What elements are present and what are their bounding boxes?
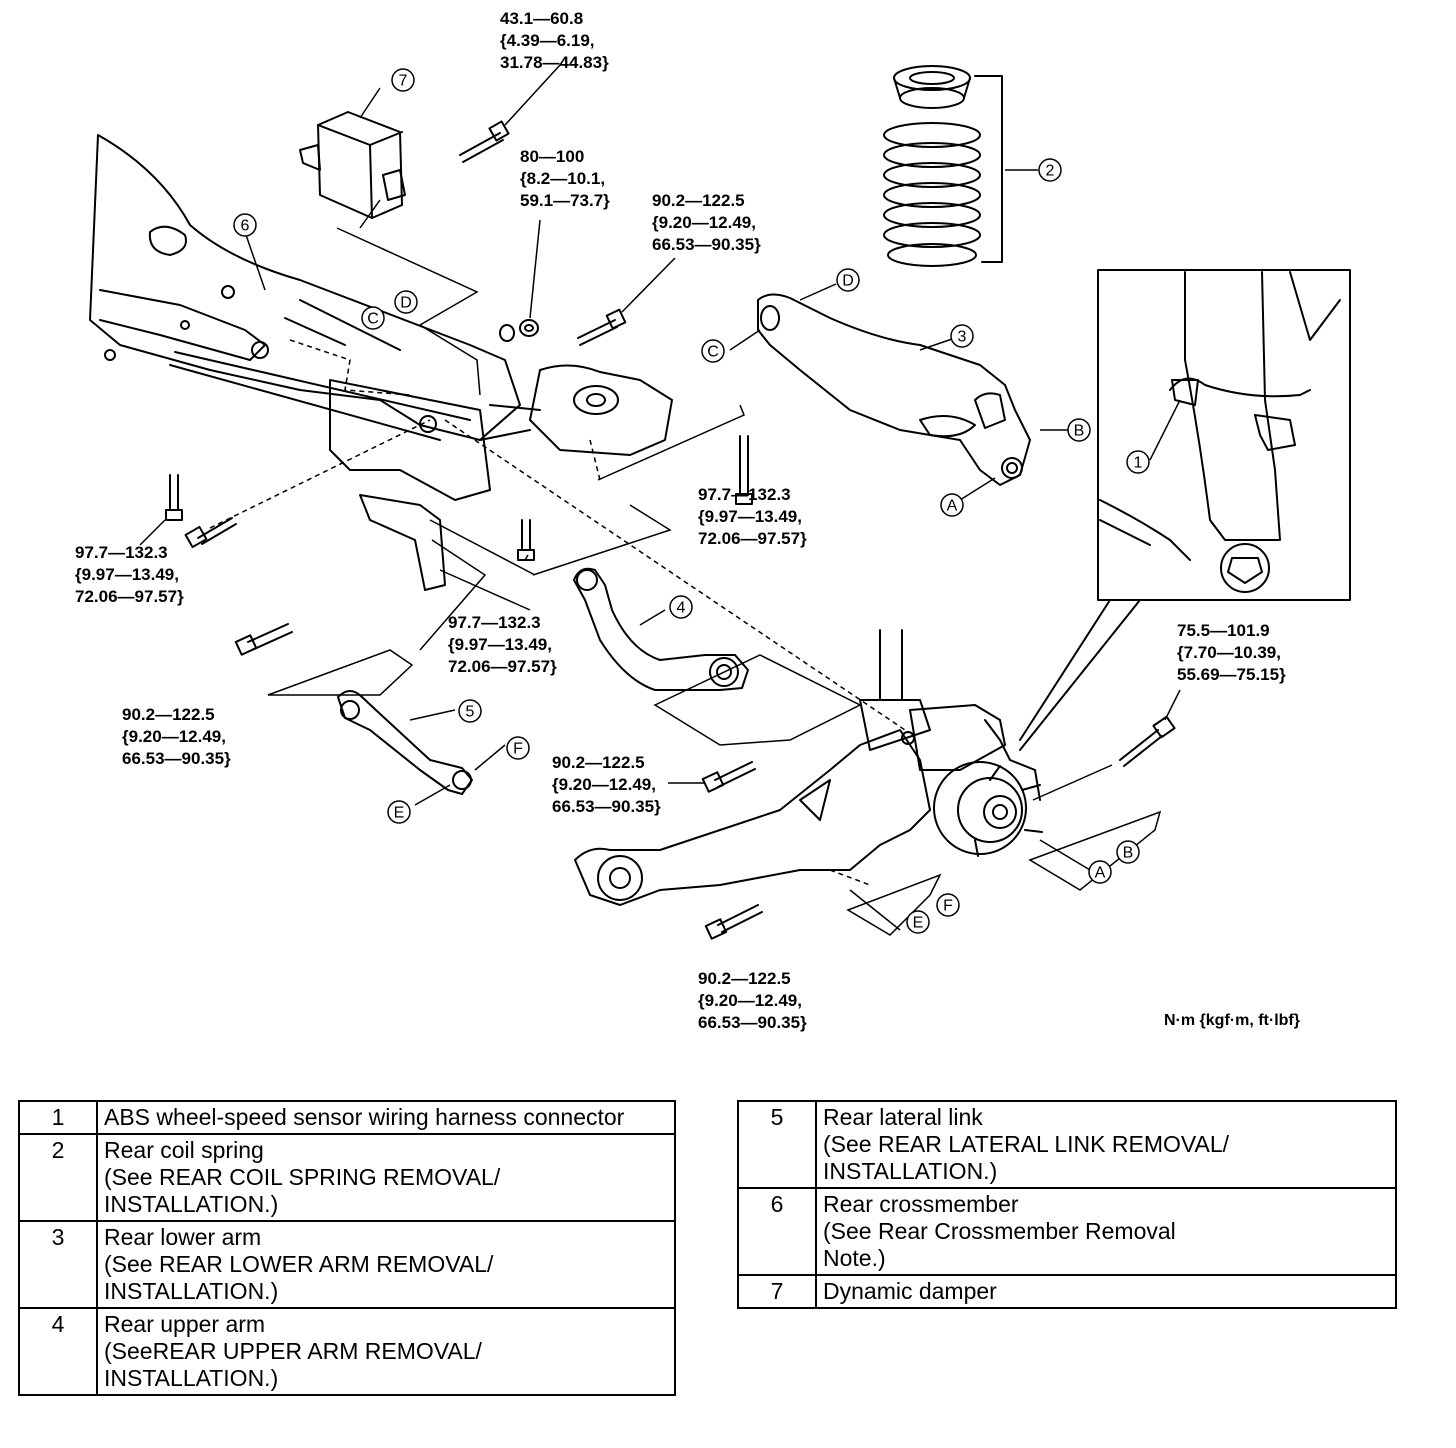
legend-description: Rear crossmember (See Rear Crossmember R… (815, 1187, 1397, 1276)
trailing-link-knuckle-drawing (574, 629, 1043, 906)
rear-lower-arm-drawing (757, 293, 1031, 486)
legend-description: Rear lower arm (See REAR LOWER ARM REMOV… (96, 1220, 676, 1309)
legend-number: 7 (737, 1274, 817, 1309)
torque-center-bolt-97: 97.7—132.3 {9.97—13.49, 72.06—97.57} (448, 613, 557, 676)
legend-row: 3 Rear lower arm (See REAR LOWER ARM REM… (18, 1220, 676, 1309)
callout-6: 6 (241, 218, 250, 235)
legend-description: Rear upper arm (SeeREAR UPPER ARM REMOVA… (96, 1307, 676, 1396)
rear-coil-spring-drawing (883, 65, 1003, 267)
callout-f-knuckle: F (943, 898, 953, 915)
callout-a-arm: A (947, 498, 958, 515)
rear-crossmember-drawing (89, 134, 673, 591)
callout-c-arm: C (707, 344, 719, 361)
callout-a-knuckle: A (1095, 865, 1106, 882)
legend-table-right: 5 Rear lateral link (See REAR LATERAL LI… (737, 1100, 1397, 1309)
torque-bottom-bolt-90: 90.2—122.5 {9.20—12.49, 66.53—90.35} (698, 969, 807, 1032)
torque-center-bolt-90: 90.2—122.5 {9.20—12.49, 66.53—90.35} (552, 753, 661, 816)
callout-f-link: F (513, 741, 523, 758)
fasteners-drawing (165, 120, 1176, 940)
callout-b-arm: B (1074, 423, 1085, 440)
callout-b-knuckle: B (1123, 845, 1134, 862)
callout-d-crossmember: D (400, 295, 412, 312)
legend-row: 2 Rear coil spring (See REAR COIL SPRING… (18, 1133, 676, 1222)
abs-connector-inset-drawing (1019, 269, 1351, 751)
callout-circles (233, 68, 1150, 934)
torque-damper-bolt: 43.1—60.8 {4.39—6.19, 31.78—44.83} (500, 9, 609, 72)
callout-3: 3 (958, 329, 967, 346)
legend-description: Rear coil spring (See REAR COIL SPRING R… (96, 1133, 676, 1222)
legend-description: ABS wheel-speed sensor wiring harness co… (96, 1100, 676, 1135)
legend-number: 2 (18, 1133, 98, 1222)
torque-left-bolt-90: 90.2—122.5 {9.20—12.49, 66.53—90.35} (122, 705, 231, 768)
callout-e-knuckle: E (913, 915, 924, 932)
callout-7: 7 (399, 73, 408, 90)
legend-number: 6 (737, 1187, 817, 1276)
legend-number: 1 (18, 1100, 98, 1135)
torque-upper-bolt-90: 90.2—122.5 {9.20—12.49, 66.53—90.35} (652, 191, 761, 254)
rear-upper-arm-drawing (573, 567, 749, 691)
torque-nut-80: 80—100 {8.2—10.1, 59.1—73.7} (520, 147, 610, 210)
legend-number: 5 (737, 1100, 817, 1189)
legend-row: 4 Rear upper arm (SeeREAR UPPER ARM REMO… (18, 1307, 676, 1396)
rear-lateral-link-drawing (337, 690, 473, 795)
callout-e-link: E (394, 805, 405, 822)
legend-description: Rear lateral link (See REAR LATERAL LINK… (815, 1100, 1397, 1189)
dynamic-damper-drawing (299, 111, 406, 219)
torque-unit-label: N·m {kgf·m, ft·lbf} (1164, 1012, 1300, 1029)
legend-row: 7 Dynamic damper (737, 1274, 1397, 1309)
callout-c-crossmember: C (367, 311, 379, 328)
torque-knuckle-bolt-75: 75.5—101.9 {7.70—10.39, 55.69—75.15} (1177, 621, 1286, 684)
torque-mid-bolt-97: 97.7—132.3 {9.97—13.49, 72.06—97.57} (698, 485, 807, 548)
legend-row: 1 ABS wheel-speed sensor wiring harness … (18, 1100, 676, 1135)
legend-description: Dynamic damper (815, 1274, 1397, 1309)
leader-lines (139, 64, 1181, 936)
legend-number: 4 (18, 1307, 98, 1396)
callout-4: 4 (677, 600, 686, 617)
callout-d-arm: D (842, 273, 854, 290)
callout-5: 5 (466, 704, 475, 721)
legend-row: 6 Rear crossmember (See Rear Crossmember… (737, 1187, 1397, 1276)
legend-table-left: 1 ABS wheel-speed sensor wiring harness … (18, 1100, 676, 1396)
torque-left-bolt-97: 97.7—132.3 {9.97—13.49, 72.06—97.57} (75, 543, 184, 606)
dashed-guides (209, 339, 906, 886)
rear-suspension-diagram: 1 2 3 4 5 6 7 A A B B C C D D E E F F (89, 64, 1351, 940)
callout-2: 2 (1046, 163, 1055, 180)
callout-1: 1 (1134, 455, 1143, 472)
legend-row: 5 Rear lateral link (See REAR LATERAL LI… (737, 1100, 1397, 1189)
legend-number: 3 (18, 1220, 98, 1309)
